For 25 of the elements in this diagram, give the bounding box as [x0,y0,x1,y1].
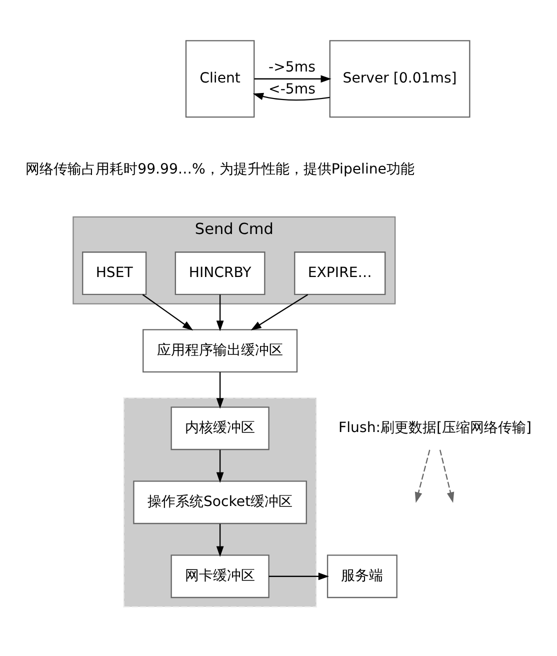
arrow [252,92,330,100]
arrow [216,449,224,482]
arrow [439,449,454,502]
arrow [216,372,224,408]
arrow [254,74,332,82]
node-box: 服务端 [326,554,398,598]
node-box: 网卡缓冲区 [170,554,270,598]
node-box: Server [0.01ms] [329,40,470,118]
arrow [142,294,194,330]
arrow [414,449,430,502]
node-box: HINCRBY [174,251,266,295]
arrow [268,572,329,580]
arrow [216,523,224,556]
node-box: HSET [82,251,147,295]
edge-label: ->5ms [268,58,316,75]
node-text: Flush:刷更数据[压缩网络传输] [338,419,532,436]
node-box: EXPIRE… [294,251,386,295]
node-box: 操作系统Socket缓冲区 [133,480,307,524]
node-box: 应用程序输出缓冲区 [142,328,298,372]
node-box: 内核缓冲区 [170,406,270,450]
node-box: Client [185,40,255,118]
edge-label: <-5ms [268,81,316,98]
arrow [216,294,224,331]
arrow [250,294,308,330]
label: 网络传输占用耗时99.99…%，为提升性能，提供Pipeline功能 [26,161,414,178]
